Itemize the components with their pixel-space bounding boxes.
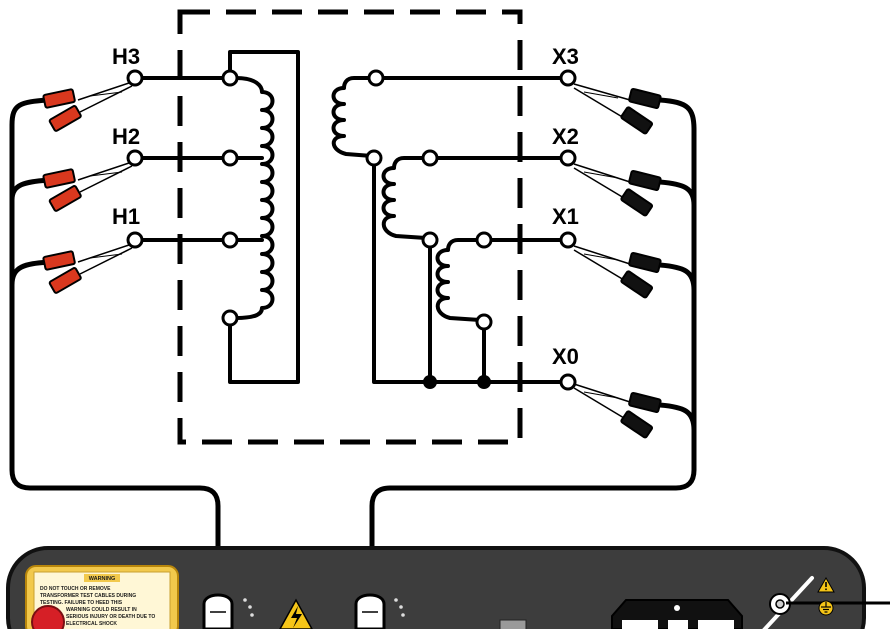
terminal-label-x2: X2 (552, 124, 579, 149)
warning-label-line: SERIOUS INJURY OR DEATH DUE TO (66, 614, 155, 620)
auxiliary-port[interactable] (499, 619, 527, 629)
terminal-label-h1: H1 (112, 204, 140, 229)
connector-indicator-dot (248, 605, 252, 609)
lv-clip-x3 (573, 83, 662, 135)
warning-label-title: WARNING (89, 576, 116, 582)
lv-clip-x1 (573, 245, 662, 299)
warning-label-line: DO NOT TOUCH OR REMOVE (40, 586, 111, 592)
ground-symbol-icon (818, 600, 834, 616)
connector-indicator-dot (250, 613, 254, 617)
emergency-stop-button[interactable] (31, 605, 65, 629)
caution-icon (817, 576, 835, 593)
power-inlet[interactable] (611, 599, 743, 629)
test-instrument-panel: WARNING DO NOT TOUCH OR REMOVE TRANSFORM… (6, 546, 890, 629)
connector-indicator-dot (401, 613, 405, 617)
hv-clip-h2 (42, 161, 133, 212)
hv-cable-connector[interactable] (202, 593, 234, 629)
terminal-label-x3: X3 (552, 44, 579, 69)
warning-label-line: ELECTRICAL SHOCK (66, 621, 117, 627)
warning-label: WARNING DO NOT TOUCH OR REMOVE TRANSFORM… (25, 565, 179, 629)
primary-winding (138, 50, 300, 384)
terminal-label-h2: H2 (112, 124, 140, 149)
warning-label-line: WARNING COULD RESULT IN (66, 607, 137, 613)
terminal-circles (126, 69, 577, 391)
connector-indicator-dot (243, 598, 247, 602)
terminal-label-x0: X0 (552, 344, 579, 369)
neutral-junction-dot (477, 375, 491, 389)
warning-label-line: TESTING. FAILURE TO HEED THIS (40, 600, 123, 606)
lv-clip-x2 (573, 163, 662, 217)
warning-label-line: TRANSFORMER TEST CABLES DURING (40, 593, 136, 599)
hv-clip-h3 (42, 81, 133, 132)
transformer-tank-outline (177, 9, 523, 445)
test-lead-wires (9, 97, 697, 593)
neutral-junction-dot (423, 375, 437, 389)
lv-clip-x0 (573, 383, 662, 439)
secondary-winding (331, 76, 568, 384)
connector-indicator-dot (394, 598, 398, 602)
hv-clip-h1 (42, 243, 133, 294)
connector-indicator-dot (399, 605, 403, 609)
lv-cable-connector[interactable] (354, 593, 386, 629)
high-voltage-warning-icon (279, 598, 313, 629)
terminal-label-x1: X1 (552, 204, 579, 229)
terminal-label-h3: H3 (112, 44, 140, 69)
